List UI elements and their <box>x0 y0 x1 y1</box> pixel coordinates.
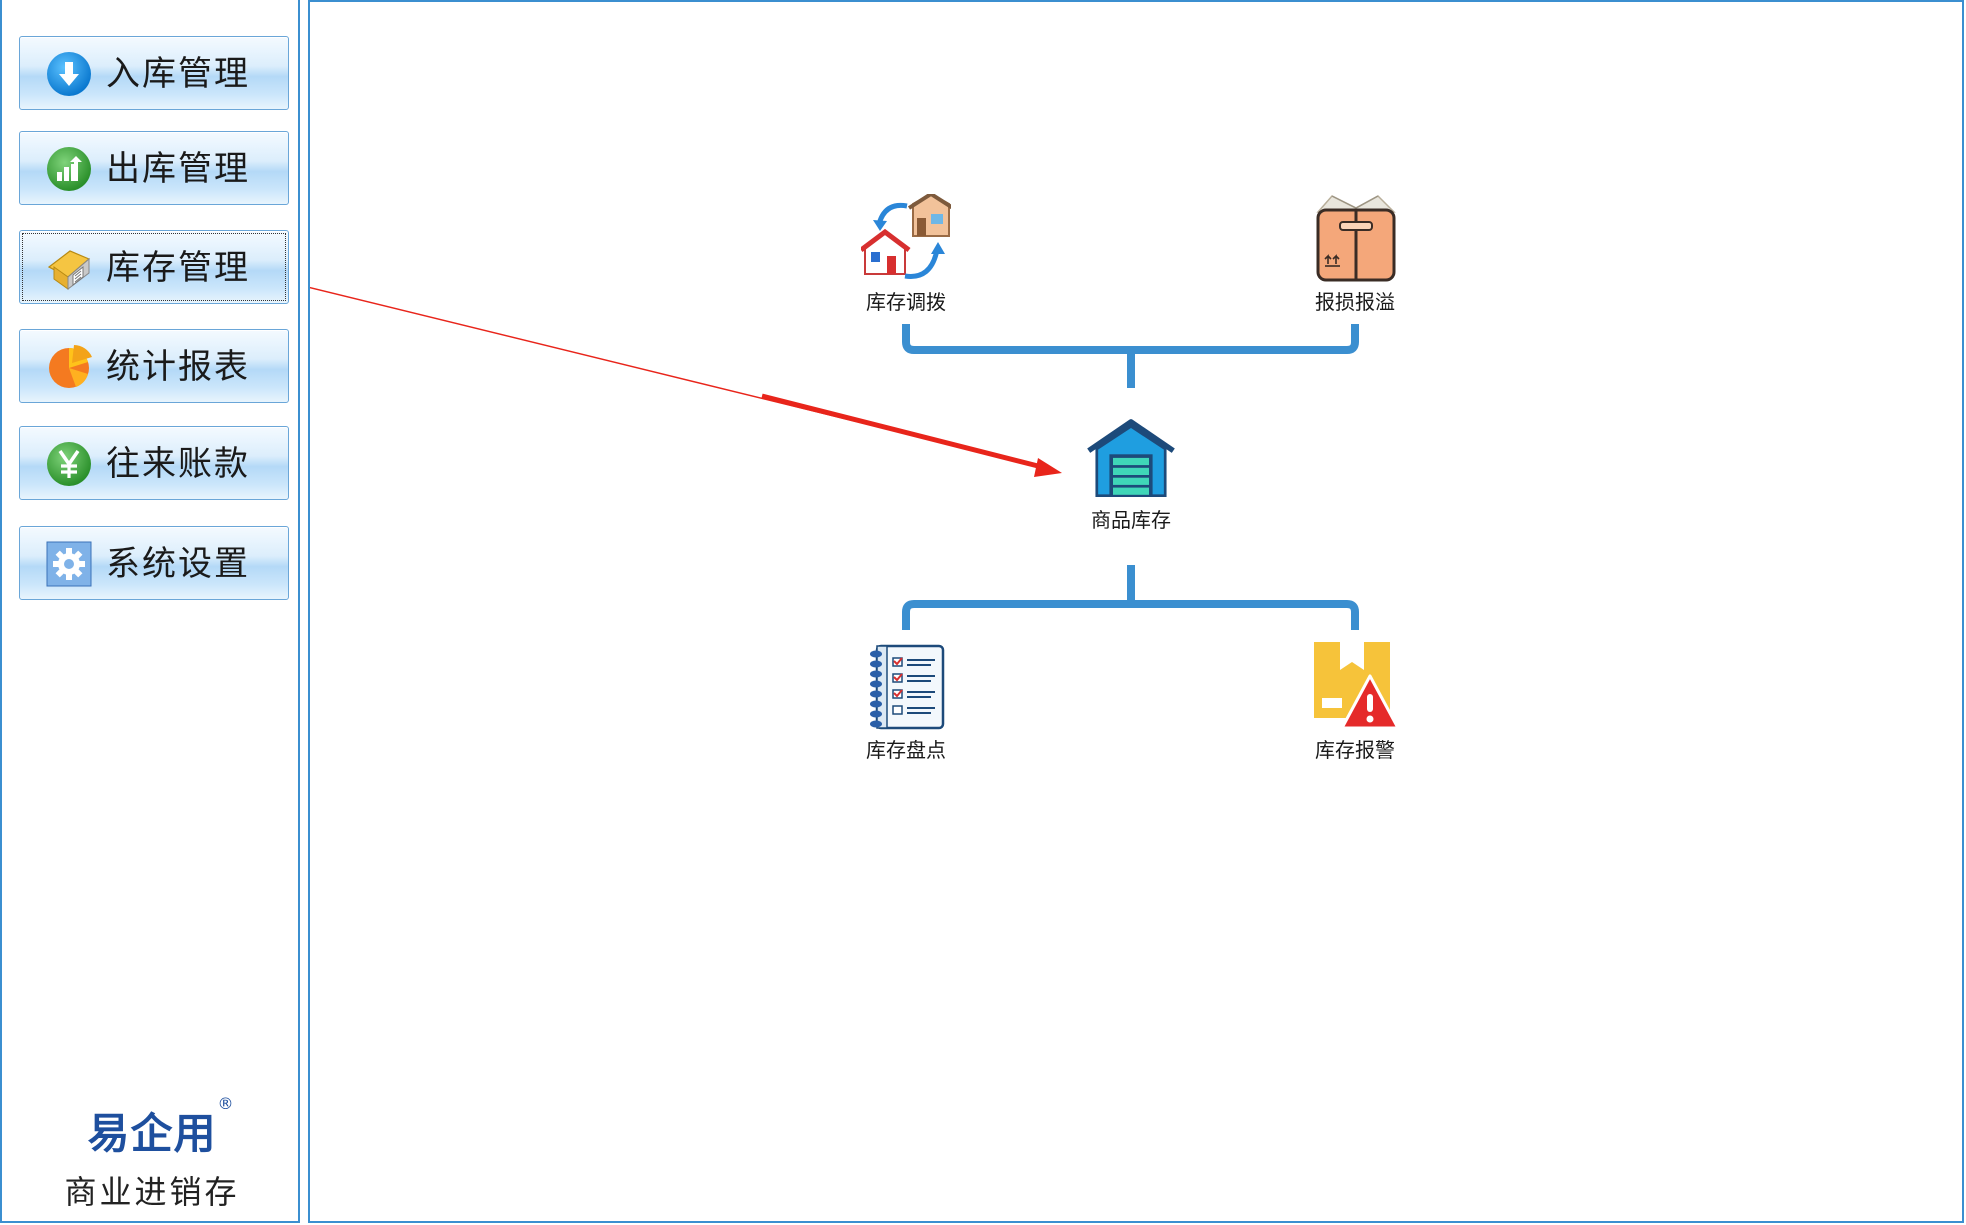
registered-mark: ® <box>217 1094 235 1113</box>
node-label: 库存调拨 <box>866 290 946 314</box>
node-label: 库存盘点 <box>866 738 946 762</box>
inventory-diagram <box>310 286 1359 630</box>
sidebar-item-label: 出库管理 <box>106 149 250 189</box>
house-transfer-icon <box>861 194 951 279</box>
node-loss-overflow[interactable]: 报损报溢 <box>1290 194 1420 315</box>
sidebar-item-label: 库存管理 <box>106 248 250 288</box>
brand-subtitle: 商业进销存 <box>64 1173 240 1211</box>
pie-chart-icon <box>49 345 92 388</box>
sidebar-item-accounts[interactable]: 往来账款 <box>19 426 289 500</box>
sidebar-item-reports[interactable]: 统计报表 <box>19 329 289 403</box>
box-warning-icon <box>1314 642 1400 730</box>
bar-chart-up-icon <box>47 147 91 191</box>
node-label: 报损报溢 <box>1315 290 1395 314</box>
annotation-arrow-shaft <box>761 393 1043 470</box>
brand-logo: 易企用® 商业进销存 <box>2 1094 302 1213</box>
annotation-arrow-head <box>1034 458 1062 477</box>
sidebar-item-label: 入库管理 <box>106 54 250 94</box>
sidebar-item-settings[interactable]: 系统设置 <box>19 526 289 600</box>
sidebar-item-inventory[interactable]: 库存管理 <box>19 230 289 304</box>
top-connector <box>902 324 1359 354</box>
sidebar-item-inbound[interactable]: 入库管理 <box>19 36 289 110</box>
brand-name: 易企用® <box>87 1094 235 1158</box>
warehouse-icon <box>1087 419 1175 498</box>
node-label: 库存报警 <box>1315 738 1395 762</box>
sidebar-item-label: 往来账款 <box>106 444 250 484</box>
node-stock-alert[interactable]: 库存报警 <box>1290 642 1420 763</box>
node-goods-inventory[interactable]: 商品库存 <box>1066 412 1196 533</box>
sidebar-item-label: 统计报表 <box>106 347 250 387</box>
node-stock-transfer[interactable]: 库存调拨 <box>841 194 971 315</box>
download-arrow-icon <box>47 52 91 96</box>
node-label: 商品库存 <box>1091 508 1171 532</box>
main-panel: 商品库存 库存调拨 <box>308 0 1964 1223</box>
yen-coin-icon <box>47 442 91 486</box>
warehouse-box-icon <box>47 250 91 291</box>
checklist-notebook-icon <box>870 644 945 730</box>
gear-icon <box>46 541 92 587</box>
sidebar: 入库管理 出库管理 <box>0 0 300 1223</box>
sidebar-item-label: 系统设置 <box>106 544 250 584</box>
node-stock-count[interactable]: 库存盘点 <box>841 642 971 763</box>
cardboard-box-icon <box>1316 195 1396 282</box>
bottom-connector <box>902 600 1359 630</box>
sidebar-item-outbound[interactable]: 出库管理 <box>19 131 289 205</box>
